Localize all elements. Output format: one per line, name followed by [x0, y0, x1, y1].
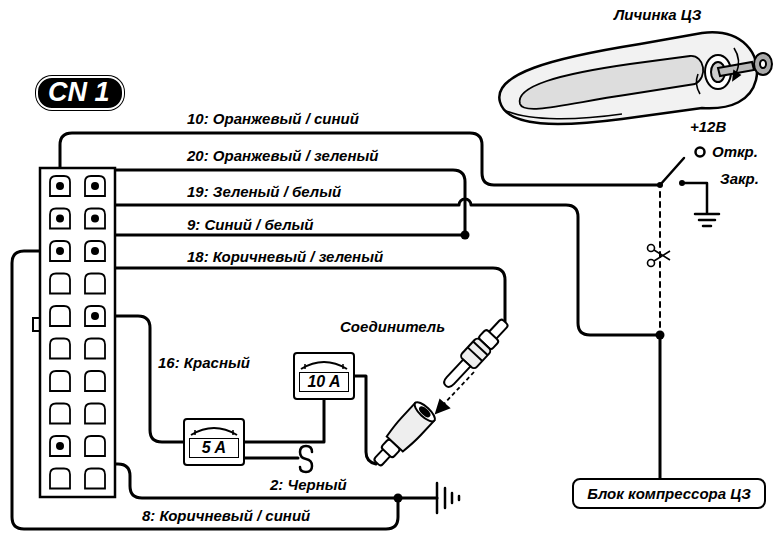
wire-label: 8: Коричневый / синий — [140, 507, 312, 524]
connector-pin — [85, 274, 105, 294]
connector-pin — [50, 371, 70, 391]
pin-contact — [56, 182, 64, 190]
connector-housing — [33, 168, 115, 497]
wire-dashed — [659, 192, 661, 332]
connector-pin — [50, 404, 70, 424]
pin-contact — [56, 442, 64, 450]
fuse-cap-arc — [191, 428, 237, 435]
connector-female — [367, 399, 437, 472]
connector-pin — [50, 436, 70, 456]
wire-label: Откр. — [710, 143, 760, 160]
rotation-arrow — [696, 48, 740, 94]
wire-label: 16: Красный — [156, 354, 252, 371]
pin-contact — [91, 247, 99, 255]
connector-pin — [50, 241, 70, 261]
node-text: 5 A — [189, 438, 239, 458]
pin-contact — [56, 215, 64, 223]
pin-contact — [56, 247, 64, 255]
fuse-cap-leg — [195, 430, 233, 435]
connector-pin — [50, 469, 70, 489]
wire-10 — [60, 133, 660, 186]
connector-pin — [50, 209, 70, 229]
connector-pin — [85, 469, 105, 489]
connector-pin — [85, 306, 105, 326]
control-unit-box: Блок компрессора ЦЗ — [572, 478, 766, 509]
ground-symbol — [695, 214, 719, 226]
pin-contact — [91, 182, 99, 190]
wire-fuse-out — [355, 376, 376, 464]
fuse-cap-leg — [305, 364, 343, 369]
connector-pin — [50, 306, 70, 326]
fuse-cap-arc — [301, 362, 347, 369]
wires — [12, 133, 707, 529]
junction-dots — [394, 180, 686, 503]
wire-label: 10: Оранжевый / синий — [185, 110, 361, 127]
wire-8 — [12, 251, 398, 529]
wire-label: 2: Черный — [268, 476, 349, 493]
wire-label: 19: Зеленый / белый — [185, 183, 343, 200]
ground-symbol — [437, 483, 459, 513]
wire-label: Личинка ЦЗ — [612, 6, 703, 23]
connector-pin — [85, 176, 105, 196]
connector-pin — [50, 274, 70, 294]
node-text: Блок компрессора ЦЗ — [584, 484, 754, 503]
connect-arrow — [436, 372, 474, 413]
wire-compressor — [659, 335, 662, 478]
wire-19 — [95, 199, 660, 335]
wire-label: Закр. — [718, 170, 761, 187]
pin-contact — [91, 312, 99, 320]
scissors-icon — [648, 245, 671, 267]
wire-label: 9: Синий / белый — [185, 216, 316, 233]
connector-pin — [50, 339, 70, 359]
connector-pin — [85, 371, 105, 391]
node-text: CN 1 — [48, 77, 112, 108]
connector-badge: CN 1 — [36, 76, 124, 110]
wire-label: Соединитель — [338, 318, 447, 335]
wire-2 — [60, 446, 437, 498]
connector-pin — [85, 209, 105, 229]
open-terminal — [696, 148, 705, 157]
connector-pin — [85, 436, 105, 456]
connector-pin — [85, 339, 105, 359]
connector-male — [438, 315, 512, 392]
pin-contact — [91, 215, 99, 223]
connector-pin — [50, 176, 70, 196]
node-text: 10 A — [299, 372, 349, 392]
fuse-box: 10 A — [293, 352, 355, 400]
connector-pin — [85, 241, 105, 261]
door-handle — [499, 32, 757, 124]
wire-open-end — [245, 457, 298, 460]
closed-contact-wire — [682, 183, 707, 213]
wire-label: +12В — [688, 118, 728, 135]
fuse-link-wire — [245, 400, 324, 442]
wire-label: 20: Оранжевый / зеленый — [185, 147, 381, 164]
wire-label: 18: Коричневый / зеленый — [185, 248, 385, 265]
fuse-box: 5 A — [183, 418, 245, 466]
switch-blade — [660, 158, 684, 185]
wire-open-end-hook — [300, 446, 312, 472]
wire-20 — [95, 170, 465, 235]
connector-pin — [85, 404, 105, 424]
